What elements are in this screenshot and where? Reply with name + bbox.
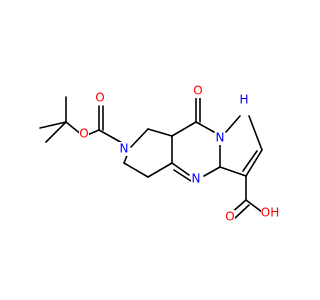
bond [245, 149, 263, 177]
bond [242, 150, 258, 172]
bond [147, 162, 173, 178]
bond [248, 115, 263, 151]
molecule-structure-diagram: O H N N N O O O OH [39, 84, 279, 224]
bond [219, 166, 247, 177]
bond [171, 121, 197, 137]
atom-n-pyrimidine: N [192, 172, 201, 186]
bond [147, 128, 173, 137]
atom-n-carbamate: N [120, 142, 129, 156]
bond [173, 169, 192, 182]
atom-h-pyrazole: H [239, 93, 248, 107]
atom-o-carbonyl: O [95, 91, 104, 105]
bond [203, 166, 221, 177]
bonds [39, 95, 263, 220]
bond [130, 128, 149, 148]
bond [233, 204, 250, 220]
atom-labels: O H N N N O O O OH [79, 84, 279, 224]
atom-o-acid-carbonyl: O [225, 210, 234, 224]
atom-o-ester: O [79, 127, 88, 141]
bond [123, 162, 149, 178]
atom-oh-acid: OH [261, 206, 279, 220]
bond [225, 115, 241, 133]
bond [245, 199, 263, 213]
bond [98, 129, 125, 145]
atom-n-bridgehead: N [216, 131, 225, 145]
bond [195, 121, 215, 133]
bond [171, 162, 190, 176]
bond [45, 121, 67, 143]
bond [39, 121, 67, 129]
atom-o-ketone: O [193, 84, 202, 98]
